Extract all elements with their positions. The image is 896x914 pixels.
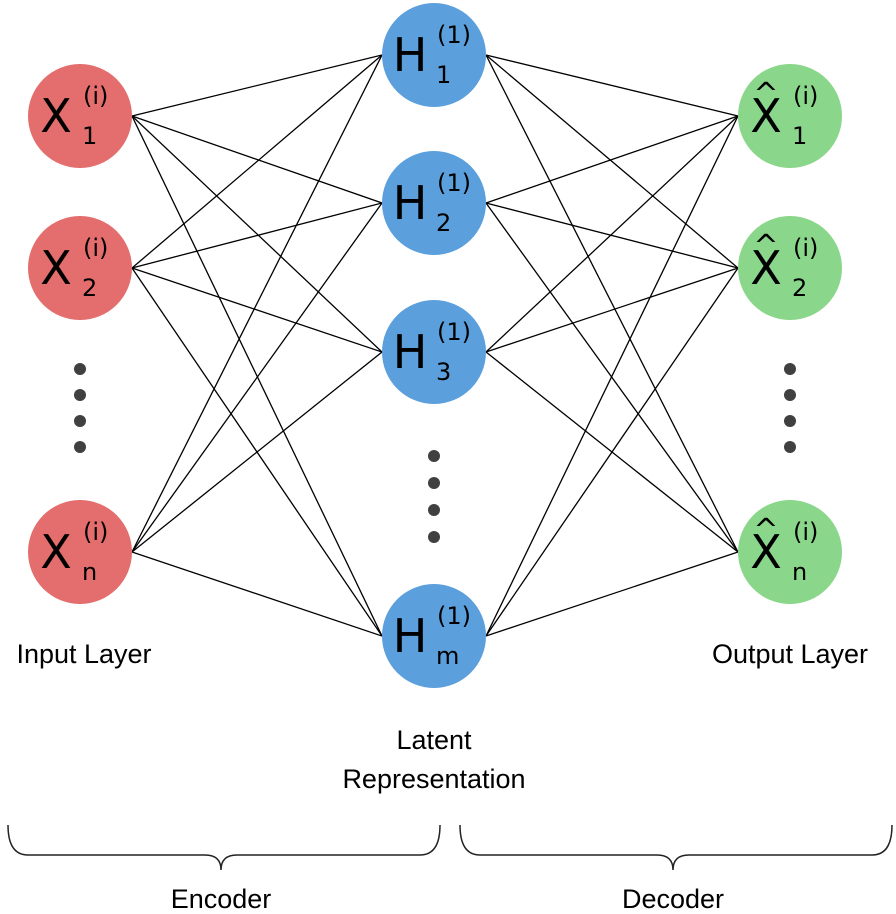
input-node-superscript: (i) (83, 518, 108, 546)
decoder-brace (459, 824, 893, 871)
hidden-node-circle (382, 300, 486, 404)
input-ellipsis-dot-3 (74, 415, 86, 427)
decoder-label: Decoder (622, 884, 724, 914)
hidden-ellipsis-dot-2 (428, 477, 440, 489)
edge-input1-hidden1 (131, 54, 383, 117)
hidden-ellipsis-dot-3 (428, 504, 440, 516)
hidden-node-m: H (1) m (382, 584, 486, 688)
hidden-node-subscript: 2 (436, 209, 451, 237)
output-ellipsis-dot-2 (784, 389, 796, 401)
output-ellipsis-dot-4 (784, 441, 796, 453)
output-node-superscript: (i) (793, 82, 818, 110)
input-ellipsis-dot-1 (74, 363, 86, 375)
edge-input1-hidden2 (131, 115, 383, 204)
edge-hidden4-output3 (485, 551, 739, 637)
hidden-node-circle (382, 3, 486, 107)
edge-input2-hidden1 (131, 54, 383, 269)
output-ellipsis-dot-1 (784, 363, 796, 375)
output-node-superscript: (i) (793, 518, 818, 546)
input-node-superscript: (i) (83, 82, 108, 110)
input-node-circle (28, 500, 132, 604)
hidden-ellipsis-dot-1 (428, 450, 440, 462)
input-node-symbol: X (40, 89, 72, 143)
edge-hidden2-output2 (485, 202, 739, 269)
input-node-symbol: X (40, 525, 72, 579)
edge-input1-hidden3 (131, 115, 383, 353)
input-node-circle (28, 216, 132, 320)
encoder-label: Encoder (171, 884, 272, 914)
edge-hidden2-output1 (485, 115, 739, 204)
edge-hidden3-output2 (485, 267, 739, 353)
output-node-symbol: X (750, 241, 782, 295)
input-node-subscript: 2 (82, 274, 97, 302)
hidden-node-symbol: H (393, 28, 428, 82)
hidden-node-subscript: 3 (436, 358, 451, 386)
edge-input3-hidden4 (131, 551, 383, 637)
hidden-node-circle (382, 584, 486, 688)
edge-hidden4-output1 (485, 115, 739, 637)
input-node-subscript: n (82, 558, 97, 586)
hidden-node-superscript: (1) (437, 21, 471, 49)
edge-input2-hidden2 (131, 202, 383, 269)
hidden-node-3: H (1) 3 (382, 300, 486, 404)
output-node-circle (738, 500, 842, 604)
ellipsis-dots (74, 363, 796, 543)
network-nodes: X(i)1X(i)2X(i)nH(1)1H(1)2H(1)3H(1)mX^(i)… (28, 3, 842, 688)
hat-accent: ^ (753, 229, 778, 264)
edge-hidden3-output1 (485, 115, 739, 353)
input-ellipsis-dot-2 (74, 389, 86, 401)
edge-input3-hidden2 (131, 202, 383, 553)
hidden-node-subscript: 1 (436, 61, 451, 89)
hidden-node-symbol: H (393, 325, 428, 379)
output-layer-caption: Output Layer (712, 639, 868, 669)
output-node-circle (738, 216, 842, 320)
input-ellipsis-dot-4 (74, 441, 86, 453)
input-node-circle (28, 64, 132, 168)
edge-hidden4-output2 (485, 267, 739, 637)
connection-edges (131, 54, 739, 637)
latent-caption-line1: Latent (396, 725, 472, 755)
output-node-symbol: X (750, 89, 782, 143)
output-node-circle (738, 64, 842, 168)
input-layer-caption: Input Layer (16, 639, 151, 669)
edge-input1-hidden4 (131, 115, 383, 637)
hidden-node-circle (382, 151, 486, 255)
input-node-symbol: X (40, 241, 72, 295)
output-ellipsis-dot-3 (784, 415, 796, 427)
output-node-subscript: 2 (792, 274, 807, 302)
edge-hidden1-output1 (485, 54, 739, 117)
latent-caption-line2: Representation (342, 764, 525, 794)
input-node-superscript: (i) (83, 234, 108, 262)
encoder-brace (7, 824, 441, 871)
hidden-ellipsis-dot-4 (428, 531, 440, 543)
output-node-2: X^ (i) 2 (738, 216, 842, 320)
output-node-superscript: (i) (793, 234, 818, 262)
hat-accent: ^ (753, 513, 778, 548)
edge-hidden1-output2 (485, 54, 739, 269)
edge-input3-hidden1 (131, 54, 383, 553)
hidden-node-superscript: (1) (437, 602, 471, 630)
hidden-node-symbol: H (393, 176, 428, 230)
output-node-n: X^ (i) n (738, 500, 842, 604)
edge-input3-hidden3 (131, 351, 383, 553)
input-node-subscript: 1 (82, 122, 97, 150)
hidden-node-superscript: (1) (437, 318, 471, 346)
hidden-node-superscript: (1) (437, 169, 471, 197)
hidden-node-2: H (1) 2 (382, 151, 486, 255)
edge-hidden1-output3 (485, 54, 739, 553)
output-node-1: X^ (i) 1 (738, 64, 842, 168)
input-node-2: X (i) 2 (28, 216, 132, 320)
edge-input2-hidden3 (131, 267, 383, 353)
output-node-subscript: 1 (792, 122, 807, 150)
hidden-node-1: H (1) 1 (382, 3, 486, 107)
input-node-n: X (i) n (28, 500, 132, 604)
input-node-1: X (i) 1 (28, 64, 132, 168)
edge-hidden2-output3 (485, 202, 739, 553)
hidden-node-symbol: H (393, 609, 428, 663)
output-node-symbol: X (750, 525, 782, 579)
output-node-subscript: n (792, 558, 807, 586)
hat-accent: ^ (753, 77, 778, 112)
hidden-node-subscript: m (436, 642, 459, 670)
